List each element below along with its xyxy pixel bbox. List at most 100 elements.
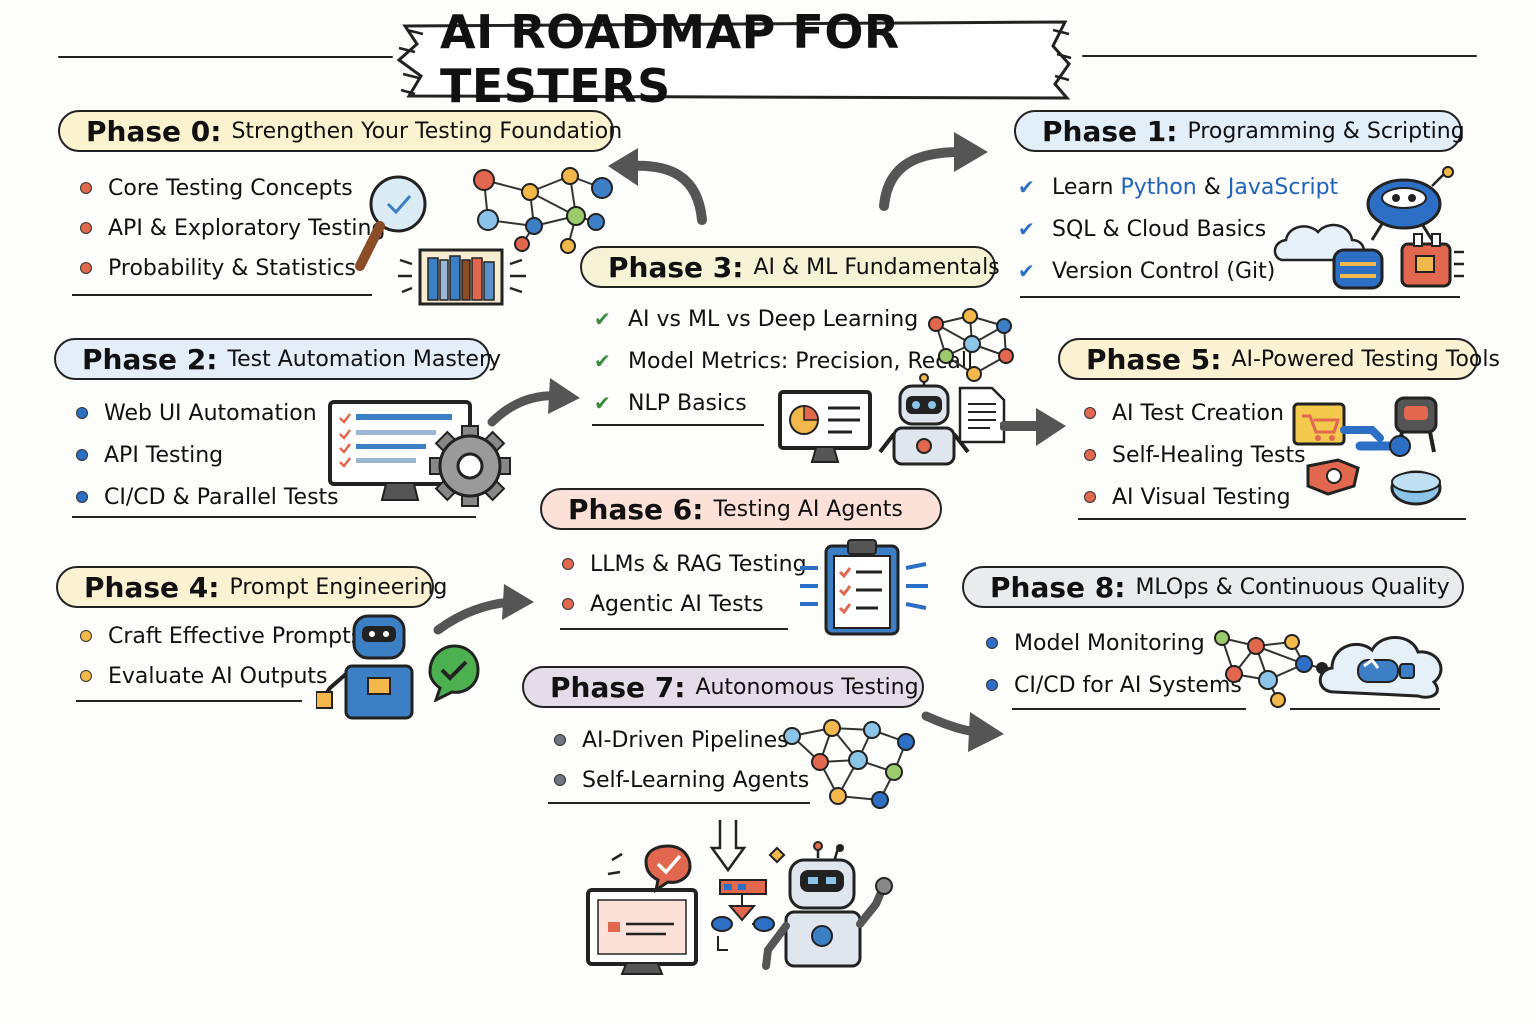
phase-8-list: Model Monitoring CI/CD for AI Systems	[986, 622, 1242, 706]
title-right-rule	[1082, 55, 1477, 57]
arrow-icon	[433, 584, 534, 635]
bullet-dot-icon	[80, 262, 92, 274]
phase-2-subtitle: Test Automation Mastery	[227, 346, 502, 372]
bullet-dot-icon	[80, 630, 92, 642]
presentation-icon	[778, 390, 872, 463]
phase-5-subtitle: AI-Powered Testing Tools	[1231, 346, 1500, 372]
phase-0-item-2-text: API & Exploratory Testing	[108, 215, 386, 241]
phase-1-item-1-prefix: Learn	[1052, 174, 1121, 200]
phase-3-item-2: ✔Model Metrics: Precision, Recall	[594, 340, 973, 382]
bullet-dot-icon	[80, 670, 92, 682]
phase-3-underline	[592, 424, 764, 426]
phase-0-header: Phase 0: Strengthen Your Testing Foundat…	[58, 110, 622, 152]
bullet-dot-icon	[1084, 491, 1096, 503]
phase-0-item-3: Probability & Statistics	[80, 248, 385, 288]
phase-8-label: Phase 8:	[990, 570, 1126, 604]
phase-3-item-3-text: NLP Basics	[628, 390, 747, 416]
bullet-dot-icon	[1084, 449, 1096, 461]
phase-5-item-2: Self-Healing Tests	[1084, 434, 1306, 476]
phase-1-header: Phase 1: Programming & Scripting	[1014, 110, 1465, 152]
phase-3-item-1: ✔ AI vs ML vs Deep Learning	[594, 298, 973, 340]
phase-8-item-1: Model Monitoring	[986, 622, 1242, 664]
bullet-dot-icon	[76, 449, 88, 461]
magnifier-icon	[355, 175, 427, 271]
robot-mascot-icon	[1366, 166, 1454, 241]
bullet-dot-icon	[562, 558, 574, 570]
phase-5-item-3: AI Visual Testing	[1084, 476, 1306, 518]
speech-check-icon	[428, 644, 480, 702]
phase-4-item-1: Craft Effective Prompts	[80, 616, 362, 656]
phase-6-underline	[560, 628, 788, 630]
arrow-icon	[1000, 408, 1066, 446]
phase-6-item-2: Agentic AI Tests	[562, 584, 807, 624]
phase-2-underline	[72, 516, 476, 518]
phase-0-subtitle: Strengthen Your Testing Foundation	[231, 118, 623, 144]
phase-7-item-1: AI-Driven Pipelines	[554, 720, 809, 760]
arrow-icon	[608, 148, 707, 225]
phase-6-label: Phase 6:	[568, 492, 704, 526]
robot-icon	[878, 373, 970, 466]
phase-4-label: Phase 4:	[84, 570, 220, 604]
phase-2-item-3-text: CI/CD & Parallel Tests	[104, 484, 339, 510]
phase-8-underline-2	[1290, 708, 1440, 710]
phase-0-list: Core Testing Concepts API & Exploratory …	[80, 168, 385, 288]
phase-1-list: ✔ Learn Python & JavaScript ✔SQL & Cloud…	[1018, 166, 1338, 292]
phase-3-header: Phase 3: AI & ML Fundamentals	[580, 246, 1000, 288]
phase-5-underline	[1078, 518, 1466, 520]
phase-3-list: ✔ AI vs ML vs Deep Learning ✔Model Metric…	[594, 298, 973, 424]
phase-7-header: Phase 7: Autonomous Testing	[522, 666, 924, 708]
phase-2-header: Phase 2: Test Automation Mastery	[54, 338, 501, 380]
phase-2-item-2-text: API Testing	[104, 442, 224, 468]
bullet-dot-icon	[76, 407, 88, 419]
checkmark-icon: ✔	[1018, 259, 1035, 283]
phase-0-item-1: Core Testing Concepts	[80, 168, 385, 208]
phase-7-item-1-text: AI-Driven Pipelines	[582, 727, 789, 753]
phase-5-item-1: AI Test Creation	[1084, 392, 1306, 434]
phase-6-header: Phase 6: Testing AI Agents	[540, 488, 942, 530]
title-left-rule	[58, 56, 393, 58]
bullet-dot-icon	[80, 182, 92, 194]
phase-5-header: Phase 5: AI-Powered Testing Tools	[1058, 338, 1500, 380]
clipboard-icon	[800, 539, 928, 636]
bullet-dot-icon	[986, 679, 998, 691]
phase-3-item-1-text: AI vs ML vs Deep Learning	[628, 306, 919, 332]
network-icon	[783, 719, 915, 809]
phase-2-item-1-text: Web UI Automation	[104, 400, 317, 426]
phase-5-item-3-text: AI Visual Testing	[1112, 484, 1291, 510]
bullet-dot-icon	[554, 774, 566, 786]
page-title: AI ROADMAP FOR TESTERS	[440, 5, 900, 113]
gear-icon	[429, 425, 511, 507]
cloud-icon	[1273, 223, 1464, 290]
phase-1-javascript-text: JavaScript	[1227, 174, 1339, 200]
phase-1-subtitle: Programming & Scripting	[1187, 118, 1465, 144]
bullet-dot-icon	[80, 222, 92, 234]
phase-4-header: Phase 4: Prompt Engineering	[56, 566, 447, 608]
phase-7-underline	[548, 802, 810, 804]
phase-7-item-2: Self-Learning Agents	[554, 760, 809, 800]
phase-7-label: Phase 7:	[550, 670, 686, 704]
checkmark-icon: ✔	[1018, 217, 1035, 241]
phase-8-subtitle: MLOps & Continuous Quality	[1135, 574, 1450, 600]
phase-1-label: Phase 1:	[1042, 114, 1178, 148]
books-icon	[398, 248, 526, 306]
phase-6-item-1: LLMs & RAG Testing	[562, 544, 807, 584]
wrench-icon	[1355, 435, 1411, 457]
phase-5-item-1-text: AI Test Creation	[1112, 400, 1284, 426]
phase-7-list: AI-Driven Pipelines Self-Learning Agents	[554, 720, 809, 800]
phase-4-underline	[76, 700, 302, 702]
phase-4-subtitle: Prompt Engineering	[229, 574, 448, 600]
phase-2-item-1: Web UI Automation	[76, 392, 339, 434]
checkmark-icon: ✔	[594, 391, 611, 415]
checkmark-icon: ✔	[594, 307, 611, 331]
bullet-dot-icon	[986, 637, 998, 649]
cloud-network-icon	[1214, 630, 1443, 708]
phase-5-label: Phase 5:	[1086, 342, 1222, 376]
phase-1-item-1-mid: &	[1196, 174, 1228, 200]
phase-4-item-2: Evaluate AI Outputs	[80, 656, 362, 696]
phase-1-item-3: ✔Version Control (Git)	[1018, 250, 1338, 292]
phase-0-label: Phase 0:	[86, 114, 222, 148]
phase-2-label: Phase 2:	[82, 342, 218, 376]
brain-network-icon	[928, 308, 1014, 382]
robot-icon	[316, 614, 414, 720]
phase-3-subtitle: AI & ML Fundamentals	[753, 254, 1000, 280]
